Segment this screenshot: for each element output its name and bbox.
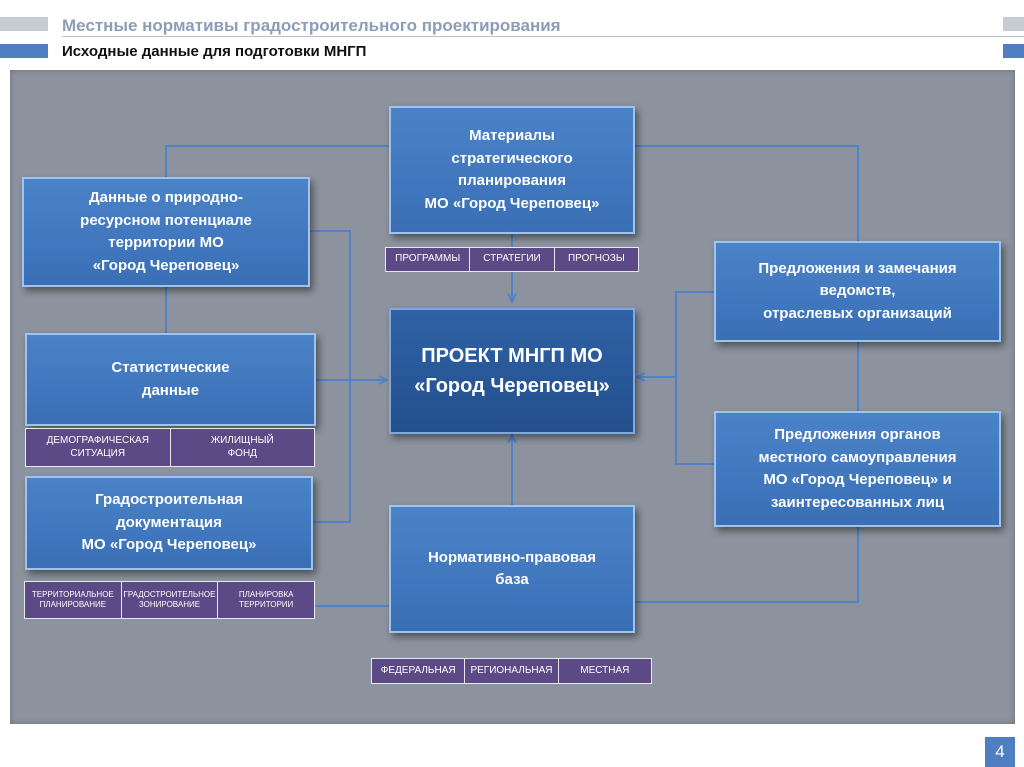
header-accent-left bbox=[0, 17, 48, 31]
statistics-box: Статистические данные bbox=[25, 333, 316, 426]
tag-federal: ФЕДЕРАЛЬНАЯ bbox=[372, 659, 466, 683]
tag-housing: ЖИЛИЩНЫЙ ФОНД bbox=[170, 429, 314, 466]
strategic-tags: ПРОГРАММЫ СТРАТЕГИИ ПРОГНОЗЫ bbox=[385, 247, 639, 272]
legal-base-box: Нормативно-правовая база bbox=[389, 505, 635, 633]
tag-programs: ПРОГРАММЫ bbox=[386, 248, 471, 271]
slide-title: Местные нормативы градостроительного про… bbox=[62, 16, 561, 35]
urban-docs-tags: ТЕРРИТОРИАЛЬНОЕ ПЛАНИРОВАНИЕ ГРАДОСТРОИТ… bbox=[24, 581, 315, 619]
strategic-planning-box: Материалы стратегического планирования М… bbox=[389, 106, 635, 234]
header-accent-right bbox=[1003, 17, 1024, 31]
slide-subtitle: Исходные данные для подготовки МНГП bbox=[62, 43, 367, 60]
natural-resources-box: Данные о природно- ресурсном потенциале … bbox=[22, 177, 310, 287]
statistics-tags: ДЕМОГРАФИЧЕСКАЯ СИТУАЦИЯ ЖИЛИЩНЫЙ ФОНД bbox=[25, 428, 315, 467]
tag-territory-layout: ПЛАНИРОВКА ТЕРРИТОРИИ bbox=[218, 582, 315, 618]
header-divider bbox=[62, 36, 1024, 37]
tag-demographics: ДЕМОГРАФИЧЕСКАЯ СИТУАЦИЯ bbox=[26, 429, 171, 466]
legal-tags: ФЕДЕРАЛЬНАЯ РЕГИОНАЛЬНАЯ МЕСТНАЯ bbox=[371, 658, 652, 684]
center-project-box: ПРОЕКТ МНГП МО «Город Череповец» bbox=[389, 308, 635, 434]
local-gov-proposals-box: Предложения органов местного самоуправле… bbox=[714, 411, 1001, 527]
page-number: 4 bbox=[985, 737, 1015, 767]
tag-forecasts: ПРОГНОЗЫ bbox=[554, 248, 638, 271]
tag-urban-zoning: ГРАДОСТРОИТЕЛЬНОЕ ЗОНИРОВАНИЕ bbox=[121, 582, 219, 618]
tag-territorial-planning: ТЕРРИТОРИАЛЬНОЕ ПЛАНИРОВАНИЕ bbox=[25, 582, 122, 618]
tag-local: МЕСТНАЯ bbox=[558, 659, 651, 683]
agencies-proposals-box: Предложения и замечания ведомств, отрасл… bbox=[714, 241, 1001, 342]
tag-regional: РЕГИОНАЛЬНАЯ bbox=[465, 659, 559, 683]
header-accent-right-lower bbox=[1003, 44, 1024, 58]
tag-strategies: СТРАТЕГИИ bbox=[470, 248, 555, 271]
header-accent-left-lower bbox=[0, 44, 48, 58]
urban-docs-box: Градостроительная документация МО «Город… bbox=[25, 476, 313, 570]
